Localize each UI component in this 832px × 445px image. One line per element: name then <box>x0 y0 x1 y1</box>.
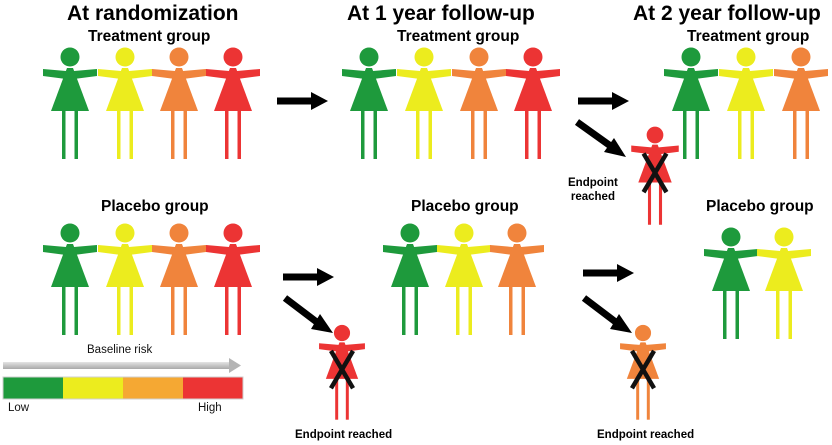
title-randomization: At randomization <box>67 2 239 25</box>
arrow-treatment-year1-to-year2 <box>578 92 629 110</box>
person-figure <box>704 227 758 339</box>
figure-row-treatment-year2 <box>664 47 828 159</box>
person-figure <box>620 324 666 420</box>
endpoint-label-line1: Endpoint <box>568 177 618 189</box>
figure-row-treatment-year1 <box>342 47 560 159</box>
figure-row-treatment-year2-endpoint <box>631 126 679 225</box>
endpoint-label-placebo-year2: Endpoint reached <box>597 429 695 441</box>
person-figure <box>319 324 365 420</box>
arrow-treatment-year1-to-endpoint <box>574 119 626 157</box>
legend-arrow <box>3 358 241 373</box>
label-treatment-year2: Treatment group <box>687 28 810 45</box>
person-figure <box>43 223 97 335</box>
figures <box>43 47 828 420</box>
legend-color-segment <box>63 377 123 399</box>
arrow-placebo-year1-to-endpoint <box>581 295 632 333</box>
arrows <box>277 92 634 333</box>
endpoint-label-line2: reached <box>570 191 615 203</box>
person-figure <box>397 47 451 159</box>
person-figure <box>490 223 544 335</box>
legend-bar-border <box>2 376 244 400</box>
person-figure <box>206 47 260 159</box>
person-figure <box>98 223 152 335</box>
arrow-placebo-rand-to-endpoint <box>282 295 333 333</box>
legend-high: High <box>198 402 222 414</box>
legend-color-segment <box>3 377 63 399</box>
figure-row-treatment-randomization <box>43 47 260 159</box>
legend-color-bar <box>3 377 243 399</box>
label-placebo-randomization: Placebo group <box>101 198 209 215</box>
figure-row-placebo-year2-endpoint <box>620 324 666 420</box>
figure-row-placebo-randomization <box>43 223 260 335</box>
label-treatment-year1: Treatment group <box>397 28 520 45</box>
arrow-placebo-year1-to-year2 <box>583 264 634 282</box>
label-placebo-year2: Placebo group <box>706 198 814 215</box>
figure-row-placebo-year1 <box>383 223 544 335</box>
label-treatment-randomization: Treatment group <box>88 28 211 45</box>
person-figure <box>631 126 679 225</box>
legend <box>2 358 244 400</box>
person-figure <box>206 223 260 335</box>
person-figure <box>342 47 396 159</box>
legend-title: Baseline risk <box>87 344 153 356</box>
person-figure <box>383 223 437 335</box>
person-figure <box>664 47 718 159</box>
title-year2: At 2 year follow-up <box>633 2 821 25</box>
legend-color-segment <box>183 377 243 399</box>
figure-row-placebo-year1-endpoint <box>319 324 365 420</box>
person-figure <box>452 47 506 159</box>
figure-row-placebo-year2 <box>704 227 811 339</box>
legend-low: Low <box>8 402 30 414</box>
arrow-placebo-rand-to-year1 <box>283 268 334 286</box>
legend-color-segment <box>123 377 183 399</box>
person-figure <box>152 223 206 335</box>
person-figure <box>506 47 560 159</box>
title-year1: At 1 year follow-up <box>347 2 535 25</box>
person-figure <box>98 47 152 159</box>
endpoint-label-placebo-year1: Endpoint reached <box>295 429 393 441</box>
arrow-treatment-rand-to-year1 <box>277 92 328 110</box>
person-figure <box>774 47 828 159</box>
endpoint-label-treatment: Endpoint reached <box>568 176 618 204</box>
person-figure <box>43 47 97 159</box>
person-figure <box>757 227 811 339</box>
label-placebo-year1: Placebo group <box>411 198 519 215</box>
person-figure <box>719 47 773 159</box>
person-figure <box>437 223 491 335</box>
person-figure <box>152 47 206 159</box>
